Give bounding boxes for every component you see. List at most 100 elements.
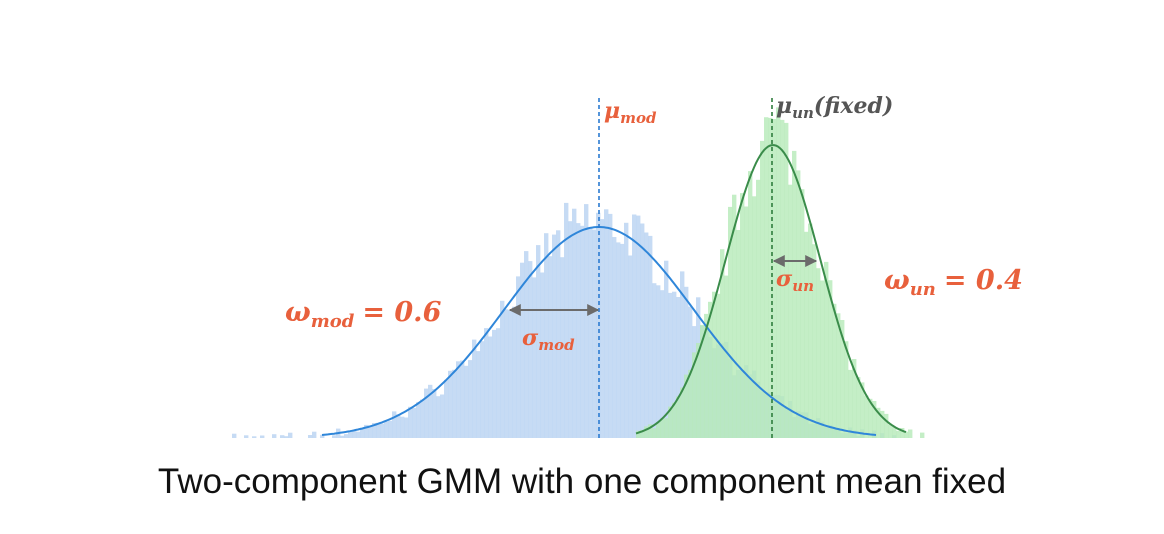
mod-histogram-bar — [636, 215, 641, 438]
mod-histogram-bar — [352, 430, 357, 438]
mu-mod-label: μmod — [604, 98, 657, 127]
mod-histogram-bar — [500, 300, 505, 438]
mod-histogram-bar — [512, 306, 517, 438]
mod-histogram-bar — [308, 435, 313, 438]
un-histogram-bar — [884, 413, 889, 438]
mod-histogram-bar — [380, 423, 385, 438]
mod-histogram-bar — [656, 285, 661, 438]
mod-histogram-bar — [416, 402, 421, 438]
mod-histogram-bar — [652, 283, 657, 438]
un-histogram-bar — [824, 261, 829, 438]
un-histogram-bar — [772, 119, 777, 438]
mod-histogram-bar — [588, 227, 593, 438]
un-histogram-bar — [900, 428, 905, 438]
un-histogram-bar — [920, 432, 925, 438]
omega-un-label: ωun= 0.4 — [884, 265, 1023, 300]
mod-histogram-bar — [364, 424, 369, 438]
un-histogram-bar — [784, 122, 789, 439]
mod-histogram-bar — [452, 369, 457, 438]
mod-histogram-bar — [532, 277, 537, 438]
mod-histogram-bar — [404, 417, 409, 438]
un-histogram-bar — [840, 320, 845, 438]
un-histogram-bar — [776, 107, 781, 439]
mod-histogram-bar — [504, 309, 509, 438]
mod-histogram-bar — [356, 431, 361, 438]
un-histogram-bar — [660, 418, 665, 438]
mod-histogram-bar — [672, 291, 677, 438]
mod-histogram-bar — [368, 425, 373, 438]
mod-histogram-bar — [312, 431, 317, 438]
un-histogram-bar — [656, 422, 661, 438]
mod-histogram-bar — [284, 436, 289, 438]
un-histogram-bar — [636, 430, 641, 438]
un-histogram-bar — [716, 293, 721, 438]
mod-histogram-bar — [344, 434, 349, 438]
mod-histogram-bar — [332, 435, 337, 438]
un-histogram-bar — [684, 374, 689, 438]
mod-histogram-bar — [348, 432, 353, 438]
mod-histogram-bar — [600, 219, 605, 438]
mod-histogram-bar — [252, 436, 257, 438]
mod-histogram-bar — [444, 379, 449, 438]
un-histogram-bar — [860, 382, 865, 438]
mod-histogram-bar — [564, 202, 569, 438]
mod-histogram-bar — [464, 365, 469, 438]
un-histogram-bar — [888, 424, 893, 438]
un-histogram-bar — [848, 369, 853, 438]
un-histogram-bar — [792, 150, 797, 438]
mod-histogram-bar — [516, 276, 521, 438]
mod-histogram-bar — [400, 416, 405, 438]
mod-histogram-bar — [648, 235, 653, 438]
un-histogram-bar — [640, 429, 645, 438]
un-histogram-bar — [896, 430, 901, 438]
un-histogram-bar — [852, 359, 857, 438]
mod-histogram-bar — [556, 230, 561, 438]
mod-histogram-bar — [624, 222, 629, 438]
un-histogram — [636, 107, 925, 439]
un-histogram-bar — [864, 395, 869, 438]
mod-histogram-bar — [372, 423, 377, 438]
mod-histogram-bar — [288, 432, 293, 438]
mod-histogram-bar — [376, 422, 381, 438]
sigma-mod-label: σmod — [522, 325, 575, 354]
mod-histogram-bar — [668, 292, 673, 438]
mod-histogram-bar — [640, 223, 645, 438]
un-histogram-bar — [732, 194, 737, 438]
omega-mod-label: ωmod= 0.6 — [285, 297, 442, 332]
mod-histogram-bar — [392, 411, 397, 438]
mod-histogram-bar — [320, 434, 325, 438]
un-histogram-bar — [676, 396, 681, 438]
mod-histogram-bar — [604, 209, 609, 438]
un-histogram-bar — [756, 179, 761, 439]
mod-histogram-bar — [536, 245, 541, 438]
un-histogram-bar — [828, 280, 833, 438]
mod-histogram-bar — [456, 361, 461, 438]
un-histogram-bar — [728, 206, 733, 438]
un-histogram-bar — [700, 324, 705, 438]
mod-histogram-bar — [520, 262, 525, 438]
gmm-plot: μmod μun(fixed) σmod σun ωmod= 0.6 ωun= … — [232, 93, 1023, 440]
mod-histogram-bar — [428, 384, 433, 438]
sigma-un-label: σun — [776, 266, 814, 295]
un-histogram-bar — [832, 303, 837, 438]
un-histogram-bar — [748, 171, 753, 438]
mod-histogram-bar — [616, 242, 621, 438]
mod-histogram-bar — [524, 251, 529, 438]
un-histogram-bar — [680, 387, 685, 438]
mod-histogram-bar — [576, 223, 581, 438]
mod-histogram-bar — [612, 237, 617, 438]
mod-histogram-bar — [260, 435, 265, 438]
mu-un-label: μun(fixed) — [776, 93, 893, 122]
mod-histogram-bar — [528, 261, 533, 438]
un-histogram-bar — [872, 401, 877, 438]
un-histogram-bar — [736, 230, 741, 438]
mod-histogram-bar — [632, 214, 637, 438]
un-histogram-bar — [724, 275, 729, 438]
mod-histogram-bar — [496, 328, 501, 438]
mod-histogram-bar — [608, 213, 613, 438]
mod-histogram-bar — [460, 360, 465, 438]
un-histogram-bar — [760, 140, 765, 438]
mod-histogram-bar — [424, 388, 429, 438]
mod-histogram-bar — [384, 421, 389, 438]
mod-histogram-bar — [664, 260, 669, 438]
